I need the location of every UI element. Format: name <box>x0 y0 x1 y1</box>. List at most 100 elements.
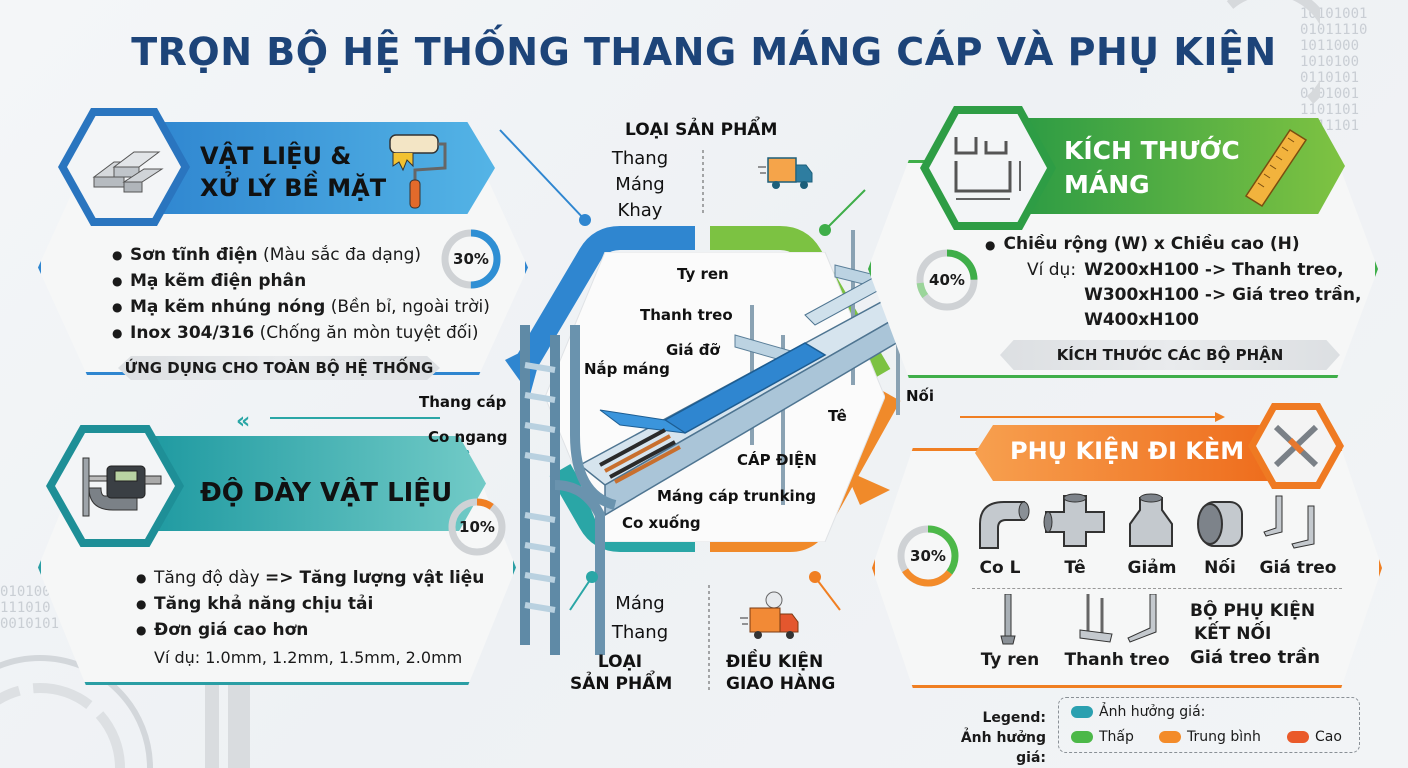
legend-item-medium: Trung bình <box>1159 729 1261 745</box>
delivery-truck-icon-top <box>758 157 813 189</box>
bullet-item: Tăng khả năng chịu tải <box>136 591 484 617</box>
elbow-fitting-icon <box>979 501 1030 549</box>
hanging-bar-icon <box>1079 594 1113 643</box>
product-type-item: Máng <box>615 593 665 614</box>
thickness-bullets: Tăng độ dày => Tăng lượng vật liệu Tăng … <box>136 565 484 643</box>
materials-title-line1: VẬT LIỆU & <box>200 142 352 170</box>
delivery-line2: GIAO HÀNG <box>726 674 836 694</box>
product-type-item: Thang <box>611 622 669 643</box>
bullet-item: Tăng độ dày => Tăng lượng vật liệu <box>136 565 484 591</box>
bullet-item: Inox 304/316 (Chống ăn mòn tuyệt đối) <box>112 320 490 346</box>
product-type-top-label: LOẠI SẢN PHẨM <box>625 120 778 140</box>
paint-roller-icon <box>389 134 447 209</box>
accessory-label-noi: Nối <box>1204 558 1236 578</box>
channel-profile-icon <box>954 137 1021 200</box>
coupling-fitting-icon <box>1197 501 1243 547</box>
accessory-label-gia-treo: Giá treo <box>1259 558 1337 578</box>
callout-te: Tê <box>828 407 847 425</box>
materials-title-line2: XỬ LÝ BỀ MẶT <box>200 174 387 202</box>
accessory-label-thanh-treo: Thanh treo <box>1064 650 1170 670</box>
accessories-title: PHỤ KIỆN ĐI KÈM <box>1010 437 1245 465</box>
accessories-price-donut: 30% <box>896 524 960 588</box>
accessories-hex-badge <box>1248 403 1344 489</box>
legend-label-line2: Ảnh hưởng giá: <box>960 730 1046 766</box>
accessory-label-te: Tê <box>1064 558 1086 578</box>
materials-price-donut: 30% <box>440 228 502 290</box>
materials-title: VẬT LIỆU & XỬ LÝ BỀ MẶT <box>200 140 386 204</box>
dimensions-price-donut: 40% <box>915 248 979 312</box>
callout-gia-do: Giá đỡ <box>666 341 720 359</box>
delivery-truck-clock-icon <box>740 591 799 639</box>
example-label: Ví dụ: <box>1027 260 1077 280</box>
ruler-icon <box>1244 128 1308 208</box>
threaded-rod-icon <box>1000 594 1016 645</box>
bullet-item: Sơn tĩnh điện (Màu sắc đa dạng) <box>112 242 490 268</box>
product-type-item: Khay <box>617 200 663 221</box>
delivery-conditions-label: ĐIỀU KIỆN GIAO HÀNG <box>726 651 835 695</box>
materials-footer-tag: ỨNG DỤNG CHO TOÀN BỘ HỆ THỐNG <box>118 356 440 380</box>
legend-box: Ảnh hưởng giá: Thấp Trung bình Cao <box>1058 697 1360 753</box>
legend-item-high: Cao <box>1287 729 1342 745</box>
thickness-header <box>150 436 486 531</box>
callout-ty-ren: Ty ren <box>677 265 729 283</box>
legend-swatch-medium <box>1159 731 1181 743</box>
svg-text:«: « <box>236 409 250 434</box>
dimension-example: W300xH100 -> Giá treo trần, <box>1084 285 1362 305</box>
callout-thanh-treo: Thanh treo <box>640 306 733 324</box>
gear-decoration-top-right <box>1226 0 1320 104</box>
thickness-title: ĐỘ DÀY VẬT LIỆU <box>200 478 453 508</box>
accessory-kit-label: BỘ PHỤ KIỆN KẾT NỐI Giá treo trần <box>1190 600 1320 669</box>
thickness-price-donut: 10% <box>447 497 507 557</box>
dimensions-percent: 40% <box>929 271 965 289</box>
product-type-item: Thang <box>611 148 669 169</box>
callout-co-xuong: Co xuống <box>622 514 701 532</box>
dimensions-bullet: ●Chiều rộng (W) x Chiều cao (H) <box>985 234 1300 254</box>
legend-label-high: Cao <box>1315 729 1342 745</box>
bullet-item: Mạ kẽm điện phân <box>112 268 490 294</box>
accessories-divider <box>972 588 1342 589</box>
accessory-label-ty-ren: Ty ren <box>980 650 1040 670</box>
thickness-example: Ví dụ: 1.0mm, 1.2mm, 1.5mm, 2.0mm <box>154 648 463 667</box>
kit-line3: Giá treo trần <box>1190 647 1321 668</box>
product-type-top-list: Thang Máng Khay <box>605 146 675 224</box>
bottom-label-line1: LOẠI <box>597 652 643 672</box>
callout-mang-cap-trunking: Máng cáp trunking <box>657 487 817 505</box>
dimensions-title-line2: MÁNG <box>1064 170 1150 199</box>
kit-line1: BỘ PHỤ KIỆN <box>1190 601 1316 621</box>
dimensions-footer-tag: KÍCH THƯỚC CÁC BỘ PHẬN <box>1000 340 1340 370</box>
wrench-icon <box>1273 424 1319 468</box>
cable-tray-illustration <box>520 230 925 655</box>
callout-cap-dien: CÁP ĐIỆN <box>737 451 817 469</box>
tee-fitting-icon <box>1043 493 1105 547</box>
callout-noi: Nối <box>906 387 935 405</box>
circuit-gear-decoration <box>0 655 250 768</box>
materials-percent: 30% <box>453 250 489 268</box>
accessory-label-co-l: Co L <box>979 558 1021 578</box>
dimension-example: W200xH100 -> Thanh treo, <box>1084 260 1344 280</box>
thickness-percent: 10% <box>459 518 495 536</box>
callout-nap-mang: Nắp máng <box>584 360 670 378</box>
callout-thang-cap: Thang cáp <box>419 393 507 411</box>
bullet-item: Đơn giá cao hơn <box>136 617 484 643</box>
reducer-fitting-icon <box>1129 493 1173 547</box>
product-type-bottom-label: LOẠI SẢN PHẨM <box>570 651 672 695</box>
dimensions-title-line1: KÍCH THƯỚC <box>1064 136 1240 165</box>
micrometer-icon <box>82 457 162 517</box>
legend-label: Legend: Ảnh hưởng giá: <box>930 708 1046 768</box>
dimensions-title: KÍCH THƯỚC MÁNG <box>1064 134 1240 202</box>
accessories-header <box>975 425 1275 481</box>
legend-label-medium: Trung bình <box>1187 729 1261 745</box>
legend-label-low: Thấp <box>1099 729 1134 745</box>
legend-swatch-low <box>1071 731 1093 743</box>
product-type-item: Máng <box>615 174 665 195</box>
hanger-bracket-icon <box>1263 495 1315 549</box>
delivery-line1: ĐIỀU KIỆN <box>726 652 824 672</box>
binary-decoration-bottom-left: 010100 111010 0010101 <box>0 584 60 632</box>
product-type-bottom-list: Máng Thang <box>605 589 675 647</box>
materials-bullets: Sơn tĩnh điện (Màu sắc đa dạng) Mạ kẽm đ… <box>112 242 490 346</box>
legend-item-low: Thấp <box>1071 729 1134 745</box>
legend-label-line1: Legend: <box>982 710 1046 726</box>
callout-co-ngang: Co ngang <box>428 428 508 446</box>
legend-header-text: Ảnh hưởng giá: <box>1099 704 1206 720</box>
